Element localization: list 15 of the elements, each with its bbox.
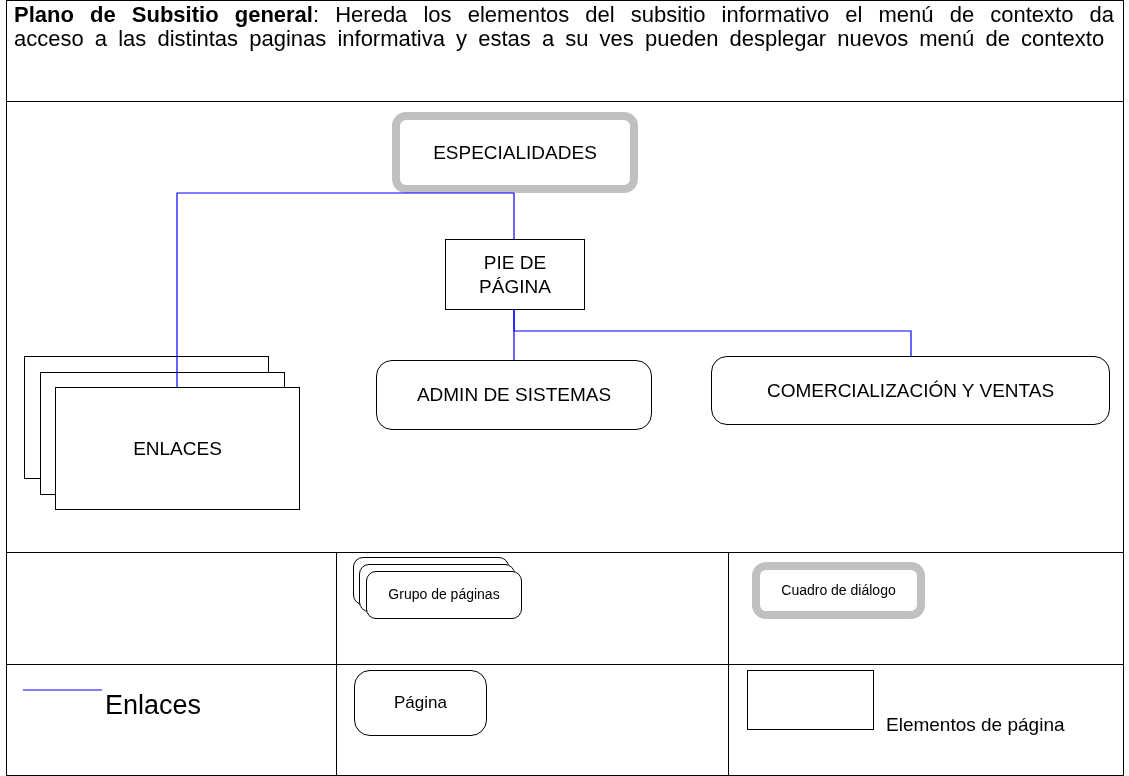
element-box: PIE DE PÁGINA	[445, 239, 585, 310]
link-line	[176, 192, 515, 388]
link-line	[513, 192, 515, 240]
page-box: ADMIN DE SISTEMAS	[376, 360, 652, 430]
page-box: COMERCIALIZACIÓN Y VENTAS	[711, 356, 1110, 425]
page-group-box: ENLACES	[55, 387, 300, 510]
description-text: Plano de Subsitio general: Hereda los elementos del subsitio informativo el menú de contexto da acceso a las distintas paginas informativa y estas a su ves pueden desplegar nuevos menú de contexto	[14, 3, 1114, 50]
link-line	[513, 309, 912, 357]
legend-text: Enlaces	[105, 690, 202, 721]
element-box	[747, 670, 874, 730]
legend-text: Elementos de página	[886, 714, 1065, 736]
page-box: Página	[354, 670, 487, 736]
dialog-box: Cuadro de diálogo	[752, 562, 925, 619]
dialog-box: ESPECIALIDADES	[392, 112, 638, 193]
page-group-box: Grupo de páginas	[366, 571, 522, 619]
